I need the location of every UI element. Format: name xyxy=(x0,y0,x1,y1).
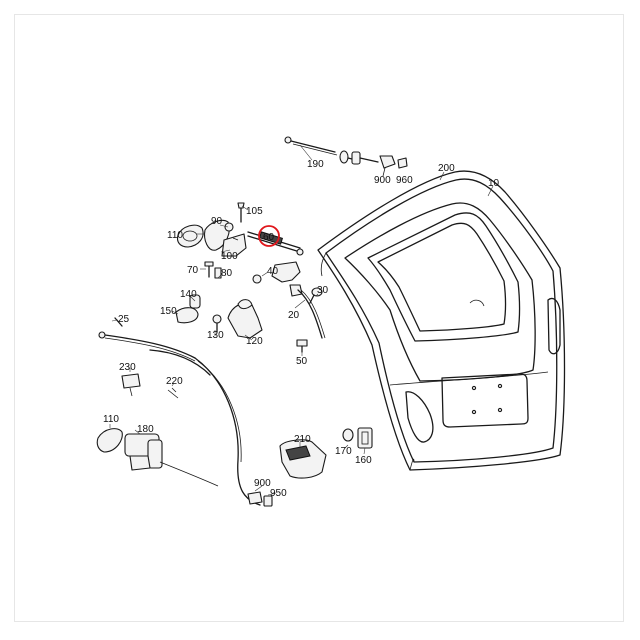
label-110-top: 110 xyxy=(167,230,183,241)
label-160: 160 xyxy=(355,455,372,466)
label-50: 50 xyxy=(296,356,308,367)
small-hardware-70-80-40-30 xyxy=(204,261,323,304)
label-190: 190 xyxy=(307,159,324,170)
diagram-frame xyxy=(14,14,624,622)
label-30: 30 xyxy=(317,285,329,296)
release-cable-mid xyxy=(98,317,261,506)
label-105: 105 xyxy=(246,206,263,217)
lock-actuator xyxy=(96,428,219,487)
label-90: 90 xyxy=(211,216,223,227)
striker-parts xyxy=(342,427,373,449)
label-70: 70 xyxy=(187,265,199,276)
release-cable-top xyxy=(284,136,408,177)
label-110-bottom: 110 xyxy=(103,414,119,425)
tailgate-outline xyxy=(317,170,566,471)
label-230: 230 xyxy=(119,362,136,373)
label-180: 180 xyxy=(137,424,154,435)
label-210: 210 xyxy=(294,434,311,445)
label-960: 960 xyxy=(396,175,413,186)
label-170: 170 xyxy=(335,446,352,457)
highlight-circle-60 xyxy=(258,225,280,247)
label-20: 20 xyxy=(288,310,300,321)
label-80: 80 xyxy=(221,268,233,279)
bottom-connector xyxy=(247,491,273,507)
part-labels: 190 200 10 900 960 105 90 110 100 60 70 … xyxy=(103,159,500,499)
label-40: 40 xyxy=(267,266,279,277)
label-120: 120 xyxy=(246,336,263,347)
hinge-assembly xyxy=(176,202,304,257)
handle-bracket-group xyxy=(175,294,263,339)
tailgate-lock xyxy=(279,439,327,479)
label-100: 100 xyxy=(221,251,238,262)
label-140: 140 xyxy=(180,289,197,300)
label-200: 200 xyxy=(438,163,455,174)
latch-rod xyxy=(271,261,326,353)
label-60: 60 xyxy=(263,232,275,243)
leader-lines xyxy=(109,144,494,496)
label-150: 150 xyxy=(160,306,177,317)
label-950: 950 xyxy=(270,488,287,499)
label-10: 10 xyxy=(488,178,500,189)
label-25: 25 xyxy=(118,314,130,325)
label-130: 130 xyxy=(207,330,224,341)
label-220: 220 xyxy=(166,376,183,387)
label-900-bottom: 900 xyxy=(254,478,271,489)
label-900-top: 900 xyxy=(374,175,391,186)
